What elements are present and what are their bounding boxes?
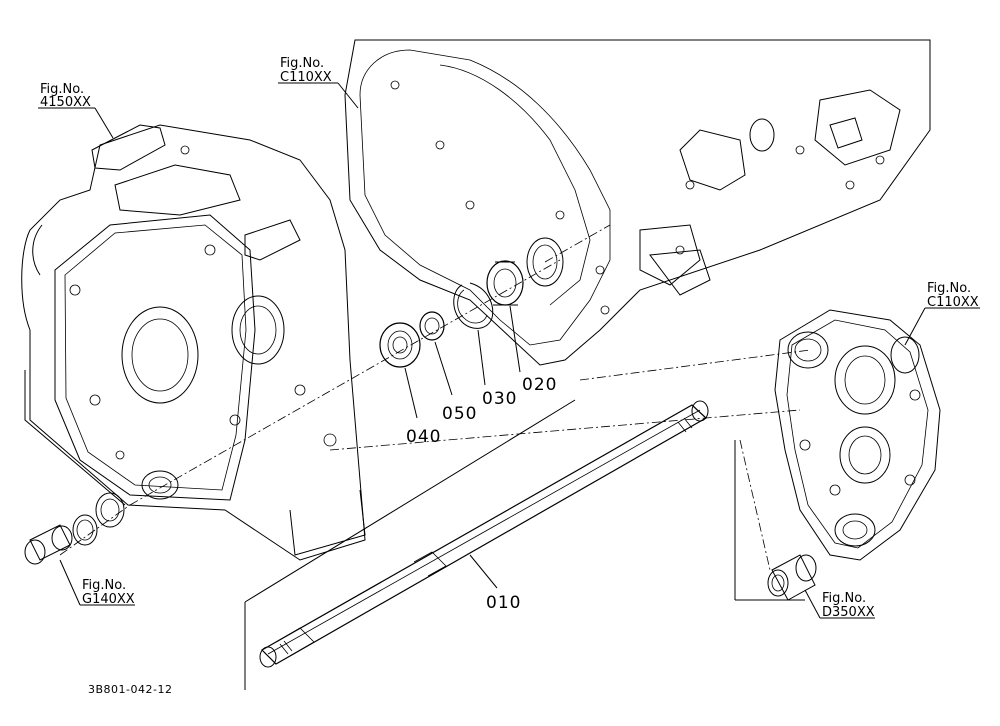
figure-ref-number: 4150XX <box>40 95 91 110</box>
seal-040[interactable] <box>379 322 421 368</box>
figure-ref-d350[interactable]: Fig.No. D350XX <box>822 591 875 620</box>
figure-ref-label: Fig.No. <box>40 82 84 97</box>
left-gear-housing <box>21 124 366 561</box>
figure-ref-number: G140XX <box>82 592 135 607</box>
collar-050[interactable] <box>419 311 445 341</box>
figure-ref-number: C110XX <box>927 295 979 310</box>
side-cover <box>774 309 941 561</box>
figure-ref-c110-top[interactable]: Fig.No. C110XX <box>280 56 332 85</box>
bearing-020[interactable] <box>486 260 524 306</box>
figure-ref-label: Fig.No. <box>927 281 971 296</box>
figure-ref-label: Fig.No. <box>280 56 324 71</box>
figure-ref-number: D350XX <box>822 605 875 620</box>
centerlines <box>59 224 811 571</box>
shaft-010[interactable] <box>259 400 709 668</box>
part-label-010[interactable]: 010 <box>486 593 521 613</box>
right-sleeve <box>767 554 817 601</box>
leader-lines <box>38 82 980 619</box>
figure-ref-number: C110XX <box>280 70 332 85</box>
part-label-050[interactable]: 050 <box>442 404 477 424</box>
figure-ref-label: Fig.No. <box>82 578 126 593</box>
part-label-040[interactable]: 040 <box>406 427 441 447</box>
transmission-case <box>344 39 931 366</box>
figure-ref-label: Fig.No. <box>822 591 866 606</box>
snap-ring-030[interactable] <box>453 282 494 329</box>
drawing-code: 3B801-042-12 <box>88 683 172 696</box>
part-label-020[interactable]: 020 <box>522 375 557 395</box>
left-small-parts <box>24 492 125 565</box>
figure-ref-4150[interactable]: Fig.No. 4150XX <box>40 82 91 110</box>
figure-ref-g140[interactable]: Fig.No. G140XX <box>82 578 135 607</box>
part-label-030[interactable]: 030 <box>482 389 517 409</box>
figure-ref-c110-right[interactable]: Fig.No. C110XX <box>927 281 979 310</box>
